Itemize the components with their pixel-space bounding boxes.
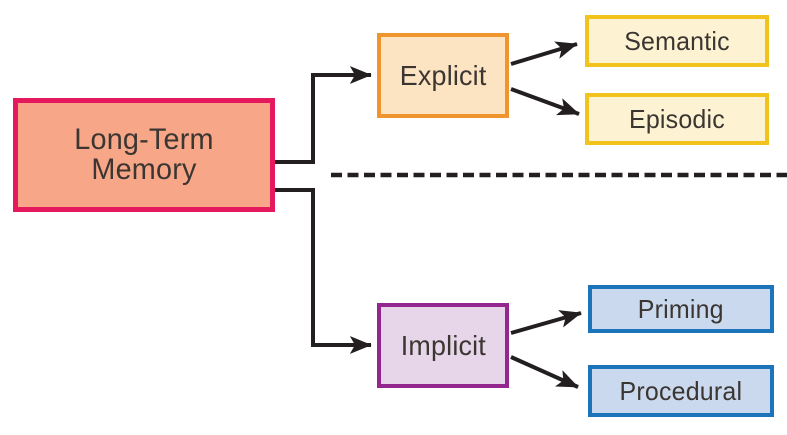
node-implicit: Implicit bbox=[377, 303, 509, 388]
edge-root-to-explicit bbox=[275, 66, 372, 164]
node-priming: Priming bbox=[588, 285, 774, 333]
node-semantic-label: Semantic bbox=[624, 26, 730, 56]
node-explicit-label: Explicit bbox=[399, 59, 487, 91]
node-procedural: Procedural bbox=[588, 365, 774, 417]
node-explicit: Explicit bbox=[377, 33, 509, 118]
node-procedural-label: Procedural bbox=[619, 376, 743, 406]
edge-explicit-to-episodic bbox=[510, 87, 580, 116]
node-implicit-label: Implicit bbox=[400, 329, 486, 361]
node-semantic: Semantic bbox=[585, 15, 769, 67]
edge-implicit-to-procedural bbox=[510, 355, 579, 389]
node-long-term-memory: Long-Term Memory bbox=[13, 98, 275, 212]
node-priming-label: Priming bbox=[638, 294, 724, 324]
node-episodic: Episodic bbox=[585, 93, 769, 145]
node-episodic-label: Episodic bbox=[629, 104, 725, 134]
node-long-term-memory-label: Long-Term Memory bbox=[74, 123, 214, 186]
edge-root-to-implicit bbox=[275, 188, 372, 354]
edge-explicit-to-semantic bbox=[510, 41, 578, 66]
edge-implicit-to-priming bbox=[510, 310, 582, 335]
